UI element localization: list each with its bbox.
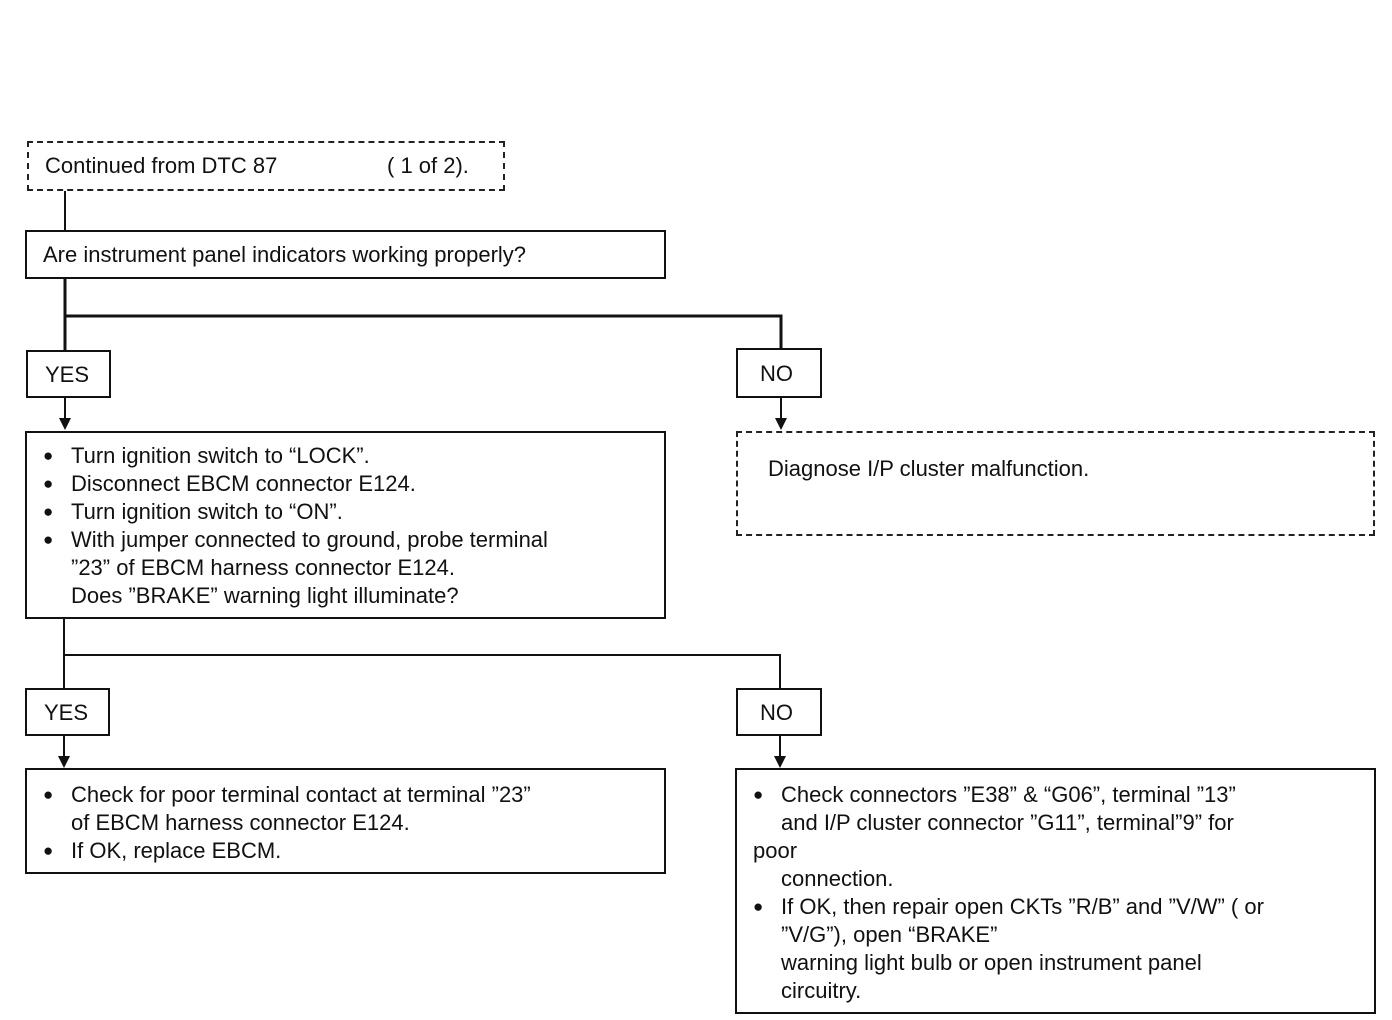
arrowhead-yes-to-step (59, 418, 71, 430)
diagnose-cluster-box: Diagnose I/P cluster malfunction. (736, 431, 1375, 536)
continued-from-text: Continued from DTC 87 (45, 153, 278, 178)
action-continuation: and I/P cluster connector ”G11”, termina… (781, 810, 1234, 835)
check-connectors-box: Check connectors ”E38” & “G06”, terminal… (735, 768, 1376, 1014)
ignition-probe-step: Turn ignition switch to “LOCK”. Disconne… (25, 431, 666, 619)
arrowhead-no2-to-action (774, 756, 786, 768)
step-continuation: ”23” of EBCM harness connector E124. (71, 555, 455, 580)
step-bullet: Turn ignition switch to “LOCK”. (27, 442, 664, 470)
action-bullet: Check connectors ”E38” & “G06”, terminal… (737, 781, 1374, 809)
action-continuation: circuitry. (781, 978, 862, 1003)
diagnose-cluster-text: Diagnose I/P cluster malfunction. (768, 456, 1090, 481)
arrowhead-no-to-diagnose (775, 418, 787, 430)
question-panel-indicators-text: Are instrument panel indicators working … (43, 242, 527, 267)
action-continuation: ”V/G”), open “BRAKE” (781, 922, 998, 947)
ignition-probe-step-list: Turn ignition switch to “LOCK”. Disconne… (27, 442, 664, 554)
no-branch-label-1-text: NO (760, 361, 793, 386)
yes-branch-label-2: YES (25, 688, 110, 736)
action-bullet-continuation: of EBCM harness connector E124. (71, 810, 410, 835)
connector-question-to-no (65, 314, 783, 348)
yes-branch-label-1-text: YES (45, 362, 90, 387)
check-connectors-list: Check connectors ”E38” & “G06”, terminal… (737, 781, 1374, 809)
step-bullet: With jumper connected to ground, probe t… (27, 526, 664, 554)
check-terminal-contact-list: Check for poor terminal contact at termi… (27, 781, 664, 865)
no-branch-label-2: NO (736, 688, 822, 736)
brake-light-question: Does ”BRAKE” warning light illuminate? (71, 583, 459, 608)
action-continuation: connection. (781, 866, 894, 891)
action-bullet: If OK, replace EBCM. (27, 837, 664, 865)
continued-from-box: Continued from DTC 87 ( 1 of 2). (27, 141, 505, 191)
check-terminal-contact-box: Check for poor terminal contact at termi… (25, 768, 666, 874)
no-branch-label-1: NO (736, 348, 822, 398)
question-panel-indicators: Are instrument panel indicators working … (25, 230, 666, 279)
action-continuation: warning light bulb or open instrument pa… (781, 950, 1202, 975)
step-bullet: Turn ignition switch to “ON”. (27, 498, 664, 526)
action-bullet-text: Check for poor terminal contact at termi… (71, 782, 531, 807)
no-branch-label-2-text: NO (760, 700, 793, 725)
action-bullet: If OK, then repair open CKTs ”R/B” and ”… (737, 893, 1374, 921)
check-connectors-list-2: If OK, then repair open CKTs ”R/B” and ”… (737, 893, 1374, 921)
connector-step-to-no2 (64, 654, 781, 688)
page-reference: ( 1 of 2). (387, 153, 469, 178)
yes-branch-label-1: YES (26, 350, 111, 398)
arrowhead-yes2-to-action (58, 756, 70, 768)
step-bullet: Disconnect EBCM connector E124. (27, 470, 664, 498)
action-continuation: poor (753, 838, 798, 863)
action-bullet: Check for poor terminal contact at termi… (27, 781, 664, 837)
yes-branch-label-2-text: YES (44, 700, 89, 725)
